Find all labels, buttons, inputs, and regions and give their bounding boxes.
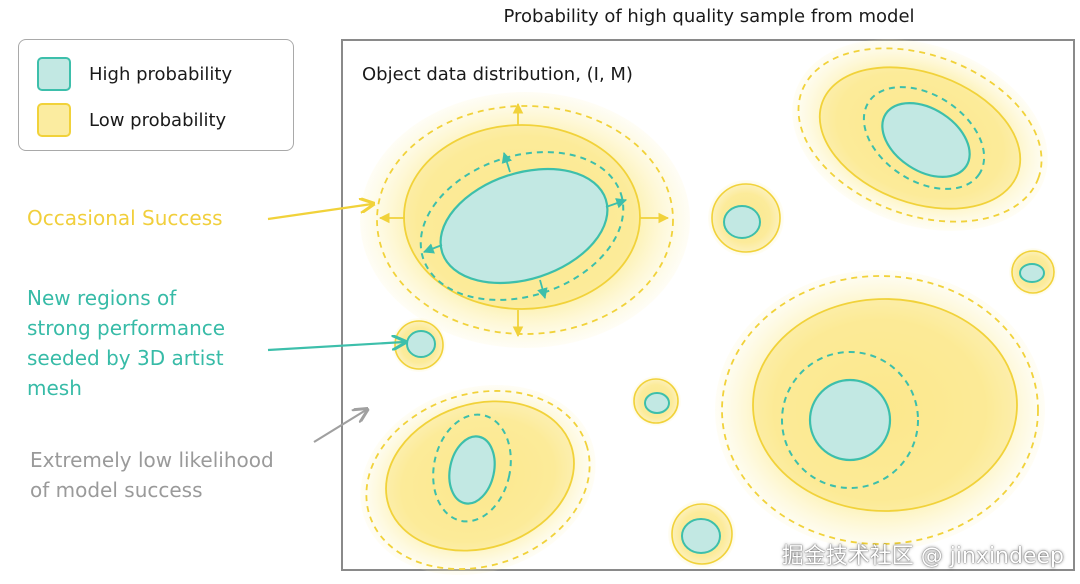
legend-label-high: High probability <box>89 63 233 85</box>
blob-small-bottom <box>668 500 736 568</box>
arrow-occasional-success <box>267 204 372 221</box>
blob-artist-seeded <box>392 318 446 372</box>
annotation-new-regions: New regions of strong performance seeded… <box>27 283 225 403</box>
annotation-line: Extremely low likelihood <box>30 448 274 472</box>
blob-small-bottom-middle <box>631 376 681 426</box>
annotation-line: mesh <box>27 376 82 400</box>
legend-row-low: Low probability <box>37 102 226 138</box>
annotation-extremely-low: Extremely low likelihood of model succes… <box>30 445 274 505</box>
annotation-line: seeded by 3D artist <box>27 346 224 370</box>
legend-label-low: Low probability <box>89 109 227 131</box>
watermark: 掘金技术社区 @ jinxindeep <box>781 544 1064 569</box>
distribution-box <box>341 39 1075 571</box>
blob-small-middle <box>708 180 784 256</box>
annotation-line: of model success <box>30 478 203 502</box>
legend: High probability Low probability <box>18 39 294 151</box>
blob-bottom-left <box>360 384 596 576</box>
annotation-occasional-success: Occasional Success <box>27 203 223 233</box>
legend-swatch-high <box>37 57 71 91</box>
legend-row-high: High probability <box>37 56 232 92</box>
box-label: Object data distribution, (I, M) <box>362 64 633 85</box>
blob-top-right <box>792 39 1048 231</box>
blob-bottom-right <box>715 270 1045 550</box>
blob-occasional-success <box>360 92 690 348</box>
blob-small-right <box>1009 248 1057 296</box>
arrow-extremely-low <box>313 410 366 443</box>
diagram-title: Probability of high quality sample from … <box>503 6 915 27</box>
arrow-new-regions <box>267 342 404 352</box>
annotation-line: New regions of <box>27 286 177 310</box>
legend-swatch-low <box>37 103 71 137</box>
annotation-line: strong performance <box>27 316 226 340</box>
annotation-line: Occasional Success <box>27 206 223 230</box>
